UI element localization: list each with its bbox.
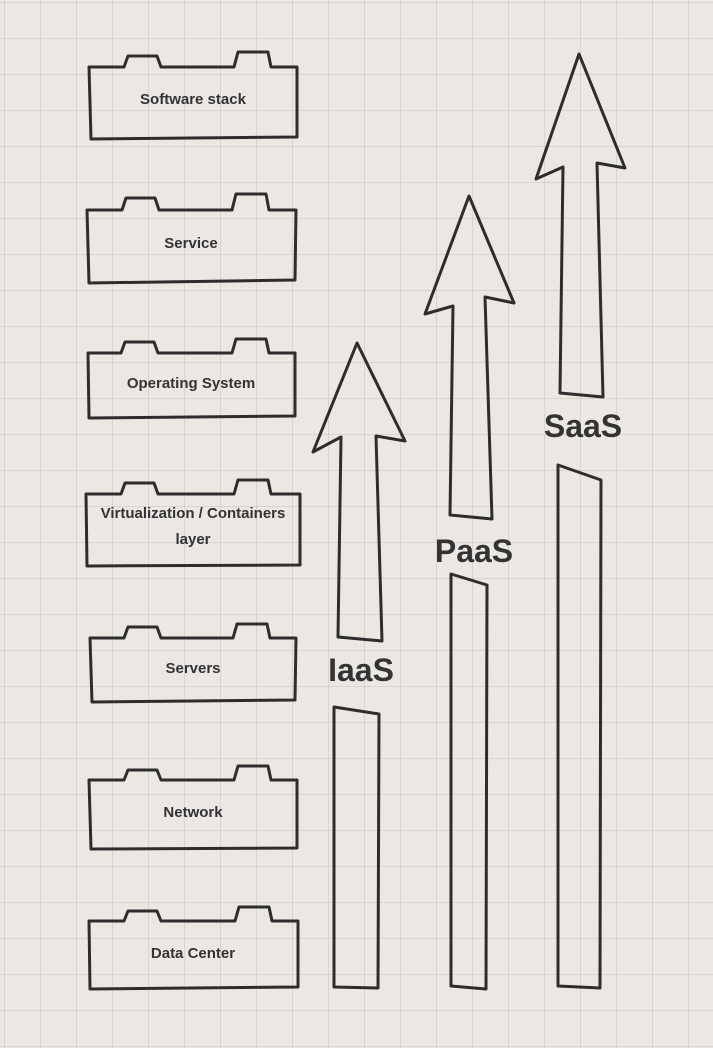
paas-bar: [449, 572, 489, 991]
layer-label-virtualization-line2: layer: [175, 531, 210, 548]
layer-label-network: Network: [163, 804, 223, 821]
layer-virtualization: Virtualization / Containers layer: [84, 478, 302, 568]
paas-column: PaaS: [423, 194, 516, 991]
iaas-column: IaaS: [311, 341, 407, 990]
layer-software-stack: Software stack: [87, 50, 299, 141]
saas-bar: [556, 463, 603, 990]
paas-arrow: [423, 194, 516, 521]
layer-label-data-center: Data Center: [151, 945, 235, 962]
layer-label-operating-system: Operating System: [127, 375, 255, 392]
paas-label: PaaS: [435, 533, 513, 569]
layer-network: Network: [87, 764, 299, 851]
saas-arrow: [534, 52, 627, 399]
layer-servers: Servers: [88, 622, 298, 704]
iaas-label: IaaS: [328, 652, 394, 688]
layer-label-servers: Servers: [165, 660, 220, 677]
saas-column: SaaS: [534, 52, 627, 990]
iaas-bar: [332, 705, 381, 990]
iaas-arrow: [311, 341, 407, 643]
layer-label-software-stack: Software stack: [140, 91, 247, 108]
layer-data-center: Data Center: [87, 905, 300, 991]
saas-label: SaaS: [544, 408, 622, 444]
layer-label-virtualization-line1: Virtualization / Containers: [101, 505, 286, 522]
layer-operating-system: Operating System: [86, 337, 297, 420]
layer-label-service: Service: [164, 235, 217, 252]
layer-service: Service: [85, 192, 298, 285]
